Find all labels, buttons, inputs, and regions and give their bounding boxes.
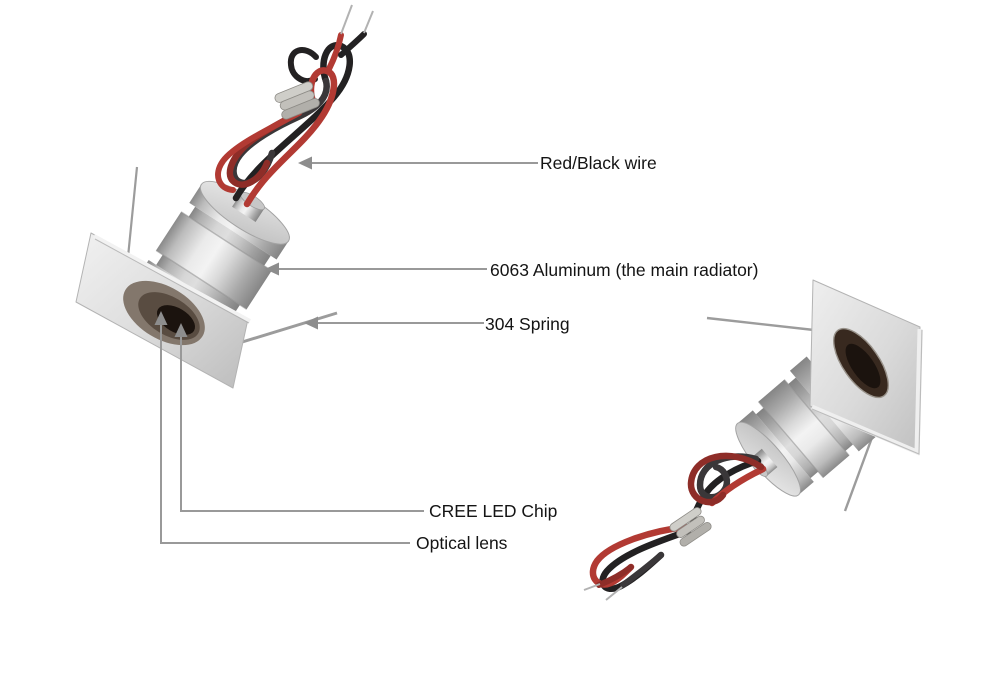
- left-body-neck: [232, 193, 265, 223]
- left-body-groove-2-shade: [188, 206, 271, 266]
- right-red-wire-loop-1: [687, 452, 765, 506]
- label-304-spring: 304 Spring: [485, 314, 570, 334]
- left-black-wire-end: [338, 31, 367, 58]
- right-body-neck: [751, 448, 778, 477]
- right-product-photo: [583, 279, 923, 601]
- left-product-photo: [75, 4, 374, 389]
- label-cree-led-chip: CREE LED Chip: [429, 501, 558, 521]
- right-lens-dark-center: [845, 343, 881, 389]
- right-red-wire-end: [596, 564, 634, 588]
- left-cable-tie: [274, 81, 320, 120]
- label-red-black-wire: Red/Black wire: [540, 153, 657, 173]
- up-arrow-icon-optical-lens: [154, 311, 168, 325]
- left-red-wire-loop-1: [243, 67, 338, 208]
- label-aluminum-radiator: 6063 Aluminum (the main radiator): [490, 260, 759, 280]
- left-plate-edge-line: [94, 238, 250, 324]
- right-body-groove-1-shade: [788, 377, 853, 452]
- label-optical-lens: Optical lens: [416, 533, 508, 553]
- left-bare-wire-tip-red: [340, 4, 353, 35]
- right-bare-wire-tip-red: [583, 583, 601, 591]
- left-spring-wire-upper: [126, 166, 139, 258]
- right-wire-bundle: [583, 452, 767, 601]
- right-plate-edge-highlight: [811, 328, 923, 456]
- left-body-groove-2: [188, 206, 271, 266]
- left-arrow-icon-red-black-wire: [298, 156, 312, 170]
- right-body-groove-2-shade: [756, 407, 819, 479]
- left-body-barrel: [156, 211, 272, 310]
- left-bare-wire-tip-black: [363, 10, 374, 34]
- left-black-wire-loop-3: [287, 47, 319, 85]
- left-lens-dark-center: [156, 305, 196, 335]
- right-spring-wire-upper: [706, 316, 815, 332]
- right-body-groove-2: [756, 407, 819, 479]
- left-wire-bundle: [215, 4, 374, 208]
- right-black-wire-end: [620, 552, 664, 588]
- right-bare-wire-tip-black: [605, 586, 623, 601]
- left-lens-recess: [123, 280, 205, 346]
- left-red-wire-end: [326, 32, 344, 72]
- leader-line-led-chip: [180, 336, 424, 512]
- left-arrow-icon-aluminum: [265, 262, 279, 276]
- right-body-barrel: [758, 379, 850, 478]
- annotation-leaders: [154, 156, 538, 544]
- left-plate-edge-highlight: [93, 234, 251, 323]
- left-arrow-icon-spring: [304, 316, 318, 330]
- left-body-groove-1-shade: [156, 254, 240, 315]
- left-red-wire-loop-3: [215, 110, 302, 193]
- right-body-groove-1: [788, 377, 853, 452]
- leader-line-optical-lens: [160, 324, 410, 544]
- up-arrow-icon-led-chip: [174, 323, 188, 337]
- right-lens-recess: [833, 327, 889, 399]
- right-cable-tie: [669, 507, 712, 547]
- left-body-groove-1: [156, 254, 240, 315]
- right-plate-edge-line: [811, 329, 923, 455]
